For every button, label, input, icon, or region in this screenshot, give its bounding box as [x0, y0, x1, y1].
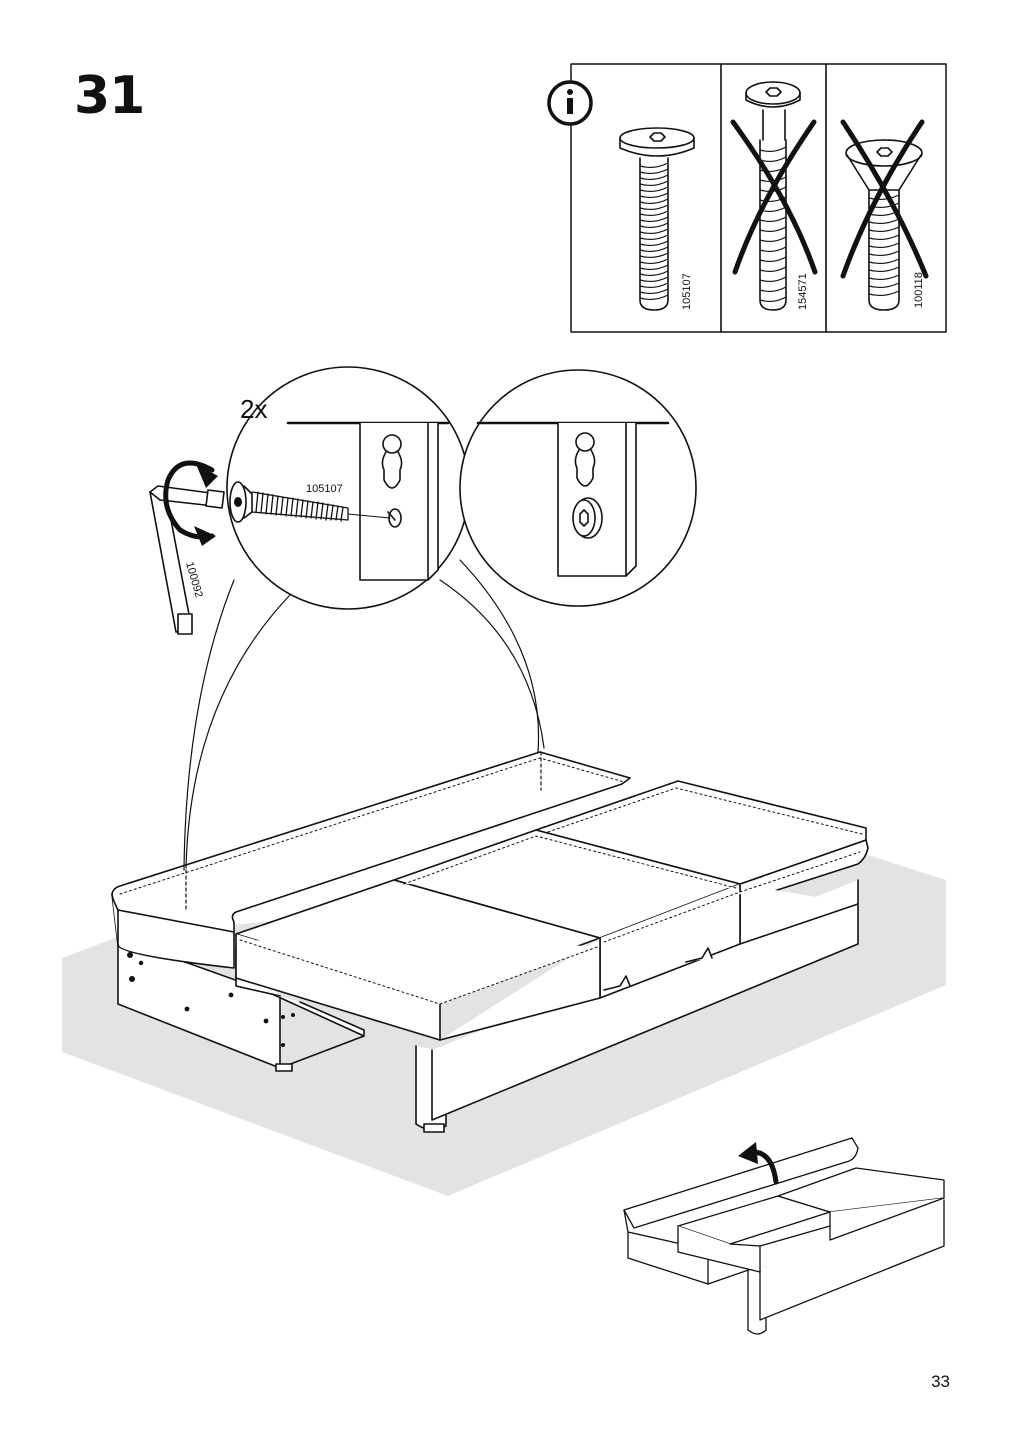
page-number: 33 [931, 1372, 950, 1391]
screw-code-1: 105107 [681, 273, 693, 310]
guide-lines [183, 559, 545, 913]
cross-mark-icon [840, 119, 929, 279]
cross-mark-icon [730, 119, 818, 275]
allen-key-icon [149, 485, 225, 635]
step-number: 31 [74, 66, 145, 126]
info-icon [547, 80, 593, 126]
rotate-arrow-icon [163, 460, 218, 546]
screw-icon [229, 481, 391, 523]
screw-code-2: 154571 [797, 273, 809, 310]
inset-sofa [623, 1137, 945, 1335]
detail-circle-before [226, 366, 470, 610]
screw-code-3: 100118 [913, 272, 925, 308]
lift-arrow-icon [738, 1142, 779, 1185]
correct-screw-icon [619, 127, 695, 311]
quantity-label: 2x [240, 394, 267, 424]
info-panel: 105107 154571 [547, 63, 947, 333]
sofa-bed [111, 751, 869, 1133]
detail-circle-after [459, 369, 697, 607]
allen-key-code-label: 100092 [183, 561, 205, 600]
screw-code-label: 105107 [306, 483, 343, 495]
